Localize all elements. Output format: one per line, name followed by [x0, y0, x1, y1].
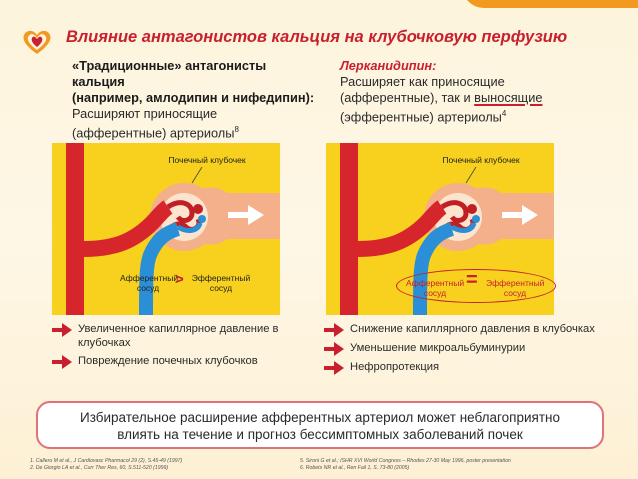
highlight-ellipse	[396, 269, 556, 303]
comparison-operator: >	[175, 271, 184, 288]
flow-arrow-icon	[502, 205, 538, 225]
right-text-line3: (эфферентные) артериолы4	[340, 109, 507, 125]
afferent-vessel-label: Афферентный сосуд	[120, 273, 179, 293]
left-description: «Традиционные» антагонисты кальция (напр…	[72, 58, 322, 141]
effect-text: Повреждение почечных клубочков	[78, 355, 258, 367]
list-item: Нефропротекция	[324, 360, 604, 375]
left-text-line2: (афферентные) артериолы8	[72, 125, 239, 141]
left-text-line1: Расширяют приносящие	[72, 106, 218, 121]
efferent-vessel-label: Эфферентный сосуд	[191, 273, 251, 293]
right-text-line1: Расширяет как приносящие	[340, 74, 505, 89]
effect-text: Снижение капиллярного давления в клубочк…	[350, 323, 595, 335]
effect-text: Уменьшение микроальбуминурии	[350, 342, 526, 354]
page-title: Влияние антагонистов кальция на клубочко…	[66, 28, 568, 46]
reference: 6. Robets NR et al., Ren Fail 1, S. 73-8…	[300, 465, 410, 471]
right-text-line2: (афферентные), так и выносящие	[340, 90, 543, 105]
effect-text: Увеличенное капиллярное давление в клубо…	[78, 323, 279, 349]
reference: 5. Sironi G et al.; ISHR XVI World Congr…	[300, 458, 511, 464]
heart-icon	[23, 30, 51, 54]
top-accent-bar	[462, 0, 638, 8]
afferent-vessel-label: Афферентный сосуд	[406, 278, 465, 298]
efferent-vessel-label: Эфферентный сосуд	[486, 278, 545, 298]
references-right: 5. Sironi G et al.; ISHR XVI World Congr…	[300, 458, 540, 472]
right-header: Лерканидипин:	[340, 58, 437, 73]
reference: 1. Callero M et al., J Cardiovasc Pharma…	[30, 458, 183, 464]
list-item: Уменьшение микроальбуминурии	[324, 341, 604, 356]
arrow-right-icon	[324, 342, 344, 356]
reference: 2. De Giorgio LA et al., Curr Ther Res, …	[30, 465, 169, 471]
list-item: Снижение капиллярного давления в клубочк…	[324, 322, 604, 337]
list-item: Увеличенное капиллярное давление в клубо…	[52, 322, 302, 350]
right-ref: 4	[501, 109, 507, 118]
underlined-word: выносящие	[474, 90, 543, 105]
glomerulus-label: Почечный клубочек	[168, 155, 246, 165]
kidney-diagram-left: Почечный клубочек Афферентный сосуд > Эф…	[52, 143, 280, 315]
blue-vessel	[139, 222, 181, 315]
references-left: 1. Callero M et al., J Cardiovasc Pharma…	[30, 458, 240, 472]
comparison-operator: =	[466, 269, 478, 291]
kidney-diagram-right: Почечный клубочек Афферентный сосуд = Эф…	[326, 143, 556, 315]
flow-arrow-icon	[228, 205, 264, 225]
right-effects-list: Снижение капиллярного давления в клубочк…	[324, 322, 604, 379]
red-vessel-main	[340, 143, 358, 315]
arrow-right-icon	[52, 323, 72, 337]
left-header-line1: «Традиционные» антагонисты кальция	[72, 58, 267, 89]
arrow-right-icon	[324, 323, 344, 337]
right-description: Лерканидипин: Расширяет как приносящие (…	[340, 58, 610, 125]
glomerulus-label: Почечный клубочек	[442, 155, 520, 165]
left-header-line2: (например, амлодипин и нифедипин):	[72, 90, 315, 105]
arrow-right-icon	[52, 355, 72, 369]
arrow-right-icon	[324, 361, 344, 375]
conclusion-banner: Избирательное расширение афферентных арт…	[36, 401, 604, 449]
glomerulus-illustration-left	[52, 143, 280, 315]
effect-text: Нефропротекция	[350, 361, 440, 373]
banner-line2: влиять на течение и прогноз бессимптомны…	[117, 427, 523, 442]
banner-line1: Избирательное расширение афферентных арт…	[80, 410, 560, 425]
left-effects-list: Увеличенное капиллярное давление в клубо…	[52, 322, 302, 373]
red-vessel-main	[66, 143, 84, 315]
list-item: Повреждение почечных клубочков	[52, 354, 302, 369]
left-ref: 8	[234, 125, 239, 134]
